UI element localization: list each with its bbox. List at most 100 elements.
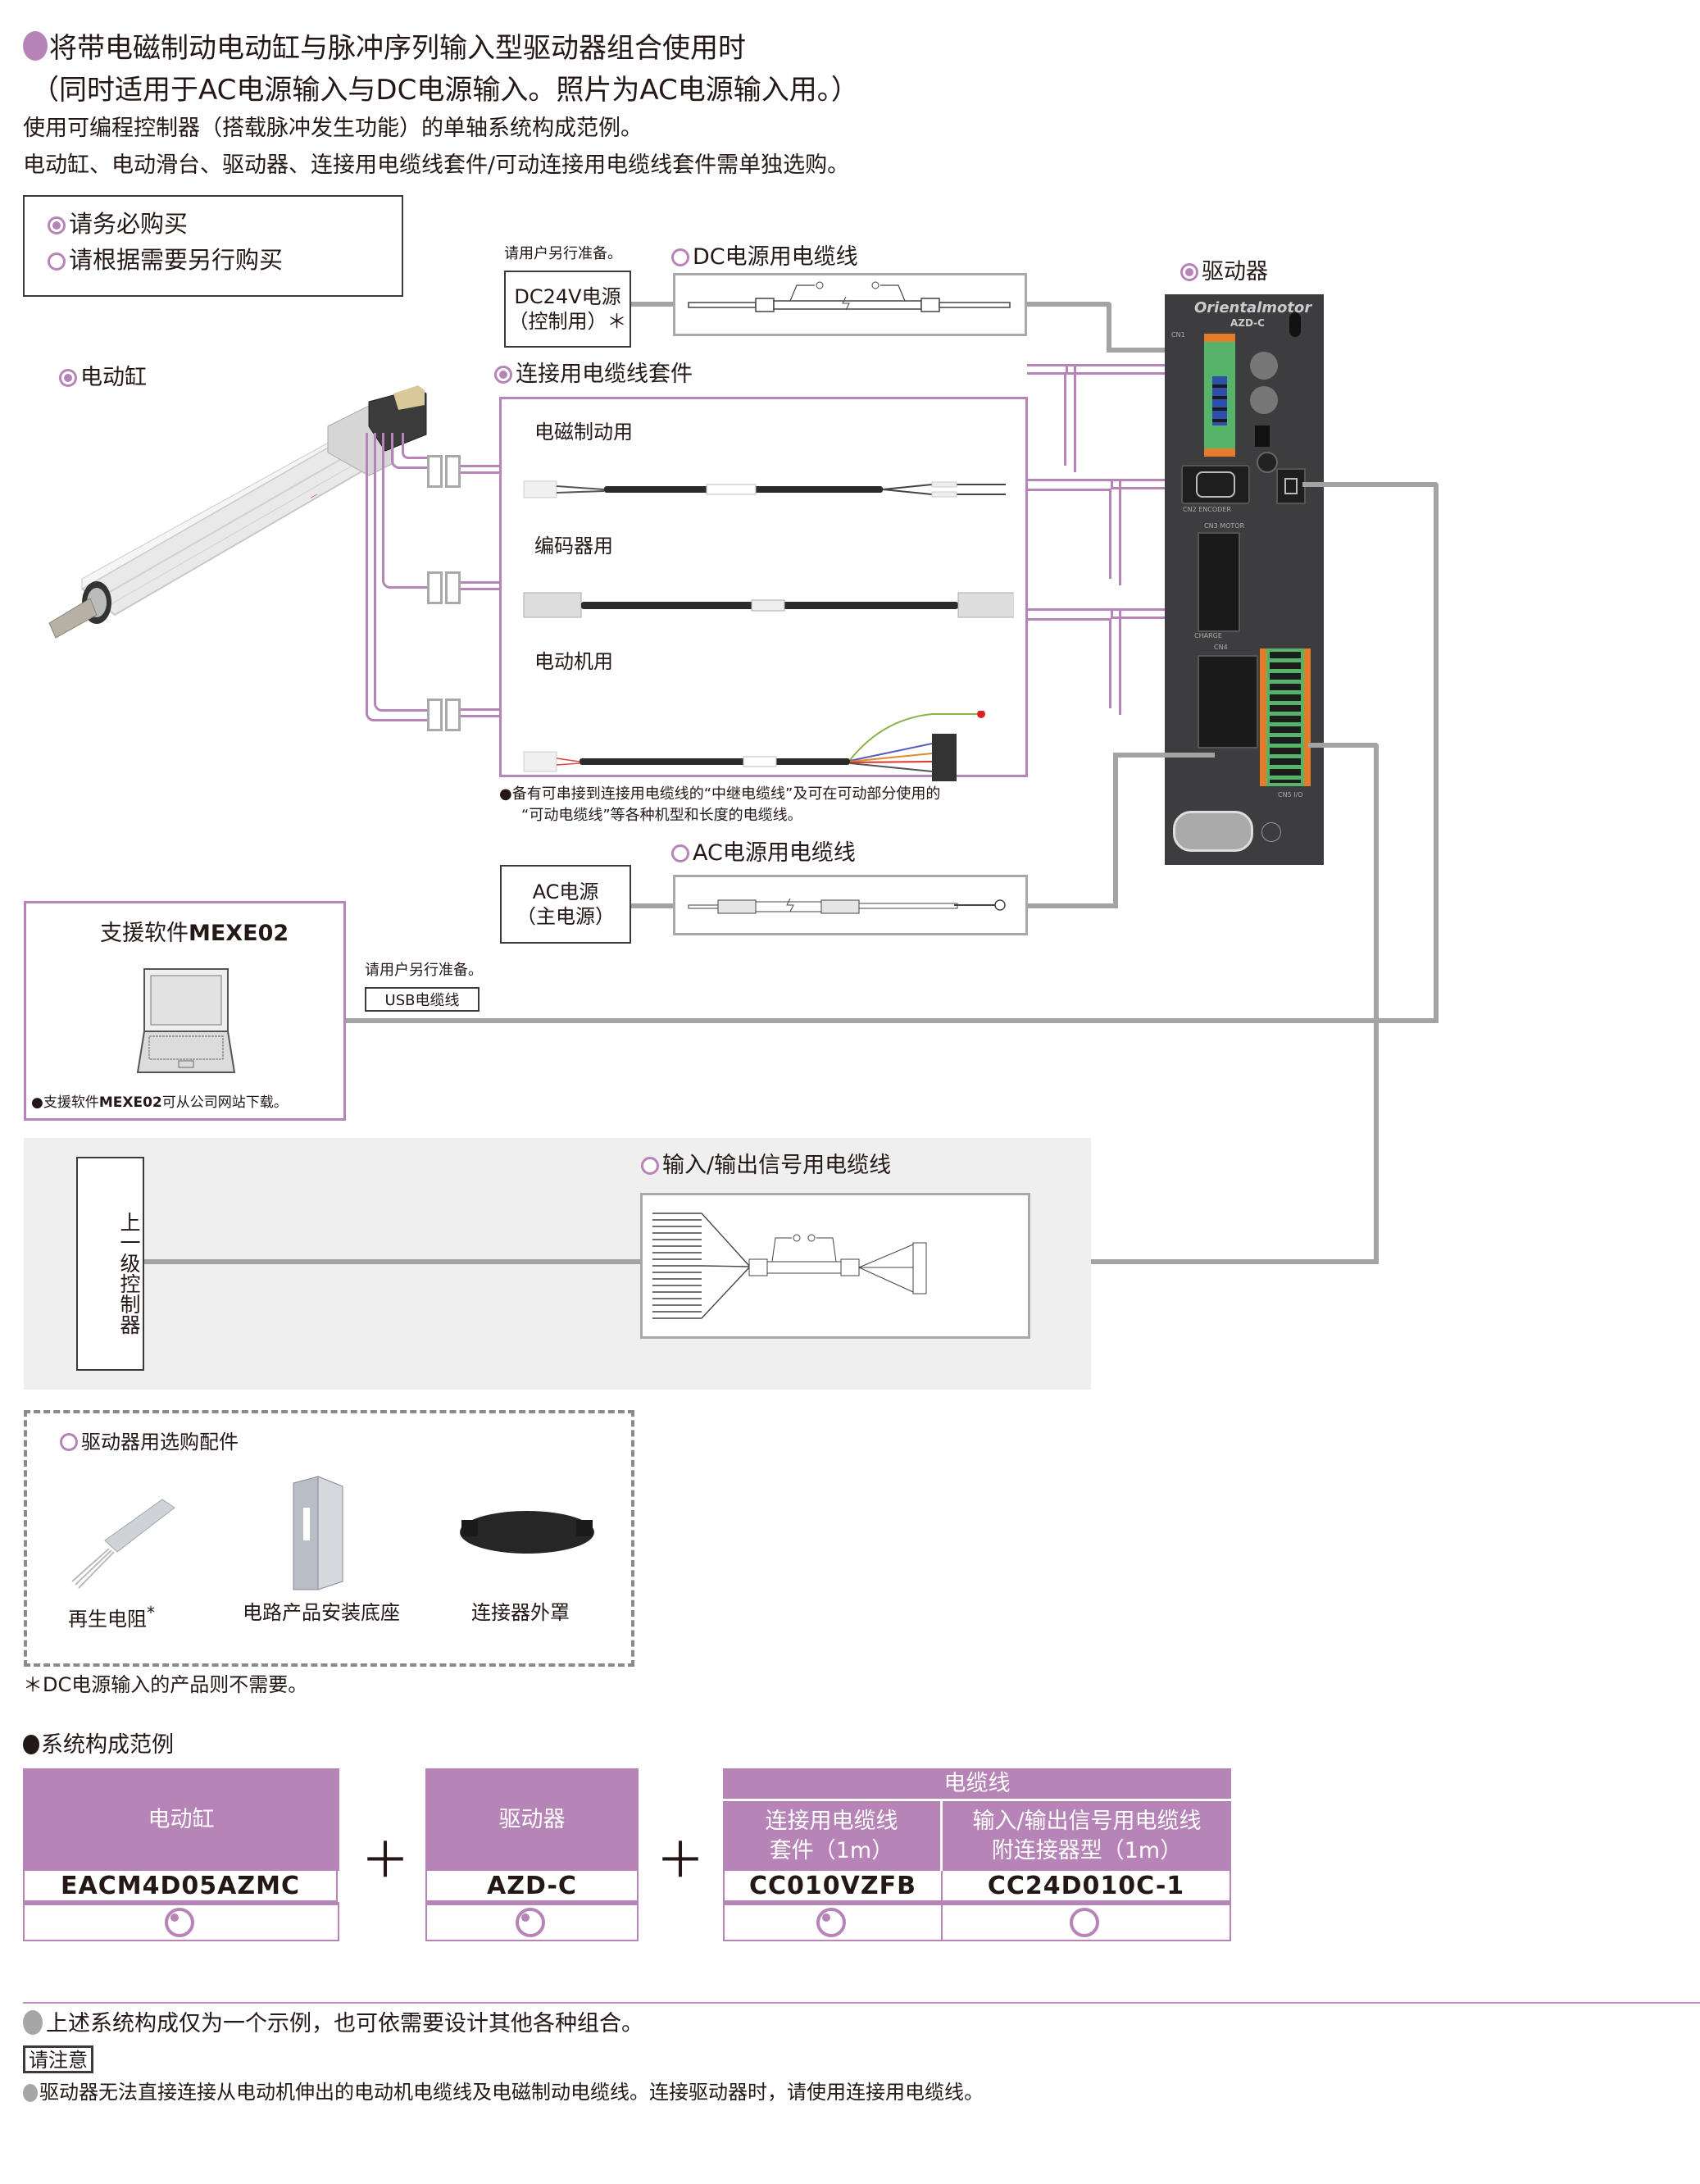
ac-cable-label: AC电源用电缆线	[671, 839, 856, 867]
motor-wire-up-outer	[1027, 608, 1121, 715]
junction-connector-motor-b	[445, 698, 461, 731]
dc-power-cable-image	[688, 281, 1011, 312]
plus-sign: ＋	[656, 1832, 705, 1890]
system-column-actuator: 电动缸 EACM4D05AZMC	[23, 1768, 339, 1941]
accessory-mounting-plate: 电路产品安装底座	[243, 1601, 400, 1624]
regeneration-resistor-image	[71, 1499, 175, 1589]
column-header: 驱动器	[425, 1768, 639, 1871]
cn3-motor-port	[1198, 532, 1240, 632]
io-cable-label-text: 输入/输出信号用电缆线	[662, 1153, 892, 1178]
mexe-title-prefix: 支援软件	[100, 921, 189, 946]
mexe-title-bold: MEXE02	[189, 921, 289, 946]
cable-kit-note-line2: “可动电缆线”等各种机型和长度的电缆线。	[521, 807, 802, 824]
brake-cable-image	[523, 480, 1006, 498]
gray-bullet-icon	[23, 2010, 43, 2035]
legend-box: 请务必购买 请根据需要另行购买	[23, 195, 403, 297]
model-number: CC24D010C-1	[941, 1871, 1231, 1902]
required-mark-icon	[516, 1908, 545, 1937]
support-software-box: 支援软件MEXE02 ●支援软件 MEXE02 可从公司网站下载。	[24, 901, 346, 1121]
purple-bullet-icon	[23, 31, 48, 61]
ac-wire-right-1	[1028, 903, 1118, 908]
dc-power-cable-box	[673, 273, 1027, 336]
test-button	[1257, 452, 1278, 473]
encoder-wire-up-inner	[1027, 489, 1111, 579]
cn2-encoder-port	[1181, 465, 1250, 504]
cn1-blue-levers	[1212, 376, 1227, 425]
required-mark-cell	[23, 1902, 339, 1941]
system-example-title: 系统构成范例	[23, 1731, 174, 1759]
encoder-link-wire	[461, 581, 500, 590]
brake-wire-to-cn1	[1066, 364, 1214, 375]
required-mark-cell	[425, 1902, 639, 1941]
mexe-note-prefix: ●支援软件	[31, 1094, 99, 1111]
optional-mark-icon	[1070, 1908, 1099, 1937]
junction-connector-brake-b	[445, 455, 461, 488]
host-controller-box: 上一级控制器	[76, 1157, 144, 1371]
mexe-title: 支援软件MEXE02	[100, 920, 289, 948]
user-prepare-note-dc: 请用户另行准备。	[504, 245, 622, 262]
brake-link-wire	[461, 465, 500, 474]
rotary-switch-1	[1250, 352, 1278, 380]
controller-wire	[144, 1259, 641, 1264]
caution-text-body: 驱动器无法直接连接从电动机伸出的电动机电缆线及电磁制动电缆线。连接驱动器时，请使…	[39, 2081, 984, 2104]
gray-bullet-icon	[23, 2084, 38, 2102]
junction-connector-encoder-b	[445, 571, 461, 604]
column-header: 电动缸	[23, 1768, 339, 1871]
accessories-title-text: 驱动器用选购配件	[81, 1431, 239, 1454]
motor-cable-label: 电动机用	[534, 650, 613, 673]
encoder-wire-to-cn2	[1111, 479, 1215, 489]
description-line-2: 电动缸、电动滑台、驱动器、连接用电缆线套件/可动连接用电缆线套件需单独选购。	[23, 152, 850, 178]
dc-power-wire-right-2	[1107, 302, 1111, 351]
caution-label: 请注意	[23, 2045, 93, 2073]
ac-box-line2: （主电源）	[516, 905, 615, 928]
required-mark-icon	[48, 216, 66, 234]
encoder-lead-wire	[382, 433, 427, 589]
description-line-1: 使用可编程控制器（搭载脉冲发生功能）的单轴系统构成范例。	[23, 116, 643, 141]
system-column-group-cables: 电缆线 连接用电缆线 套件（1m） 输入/输出信号用电缆线 附连接器型（1m） …	[723, 1768, 1231, 1941]
system-column-driver: 驱动器 AZD-C	[425, 1768, 639, 1941]
model-number: CC010VZFB	[723, 1871, 943, 1902]
ac-box-line1: AC电源	[532, 880, 599, 903]
required-mark-icon	[816, 1908, 846, 1937]
cable-kit-box: 电磁制动用 编码器用 电动机用	[499, 397, 1028, 781]
dc-cable-label-text: DC电源用电缆线	[693, 244, 858, 270]
actuator-logo: —	[308, 490, 320, 503]
junction-connector-brake-a	[427, 455, 443, 488]
driver-brand-logo: Orientalmotor	[1194, 299, 1312, 316]
usb-cable-label: USB电缆线	[365, 987, 480, 1012]
cn1-label: CN1	[1171, 331, 1185, 339]
mexe-note-suffix: 可从公司网站下载。	[161, 1094, 288, 1111]
dc-power-wire-left	[631, 302, 674, 307]
accessory-regeneration-resistor: 再生电阻*	[68, 1600, 155, 1631]
accessory-name: 再生电阻	[68, 1608, 147, 1631]
rotary-switch-2	[1250, 386, 1278, 414]
user-prepare-note-usb: 请用户另行准备。	[365, 962, 483, 979]
footer-note: 上述系统构成仅为一个示例，也可依需要设计其他各种组合。	[23, 2010, 643, 2038]
driver-label: 驱动器	[1180, 258, 1268, 286]
driver-image: Orientalmotor AZD-C CN1 CN2 ENCODER CN3 …	[1165, 294, 1324, 865]
dc24v-box-line2: （控制用）＊	[508, 310, 627, 333]
usb-wire-bottom	[345, 1018, 1439, 1023]
accessory-asterisk: *	[147, 1603, 155, 1622]
plus-sign: ＋	[361, 1832, 410, 1890]
dip-switch	[1255, 425, 1270, 447]
usb-wire-down	[1434, 482, 1439, 1023]
ac-wire-left	[631, 903, 674, 908]
cn2-label: CN2 ENCODER	[1183, 506, 1231, 513]
driver-accessories-box: 驱动器用选购配件 再生电阻* 电路产品安装底座 连接器外罩	[24, 1410, 634, 1667]
optional-mark-icon	[671, 248, 689, 266]
legend-must-buy-label: 请务必购买	[69, 210, 189, 238]
host-controller-label: 上一级控制器	[117, 1212, 141, 1335]
cable-kit-label-text: 连接用电缆线套件	[516, 362, 693, 387]
accessory-connector-cover: 连接器外罩	[471, 1601, 570, 1624]
ac-power-cable-box	[673, 875, 1028, 935]
optional-mark-icon	[60, 1433, 78, 1451]
required-mark-icon	[494, 366, 512, 384]
cn4-power-port	[1198, 655, 1258, 748]
cn3-label: CN3 MOTOR	[1204, 522, 1245, 530]
usb-port	[1276, 468, 1306, 504]
legend-optional-label: 请根据需要另行购买	[69, 246, 284, 274]
motor-lead-wire-outer	[366, 433, 427, 721]
header-line2: 套件（1m）	[769, 1837, 894, 1863]
actuator-label: 电动缸	[59, 364, 147, 392]
